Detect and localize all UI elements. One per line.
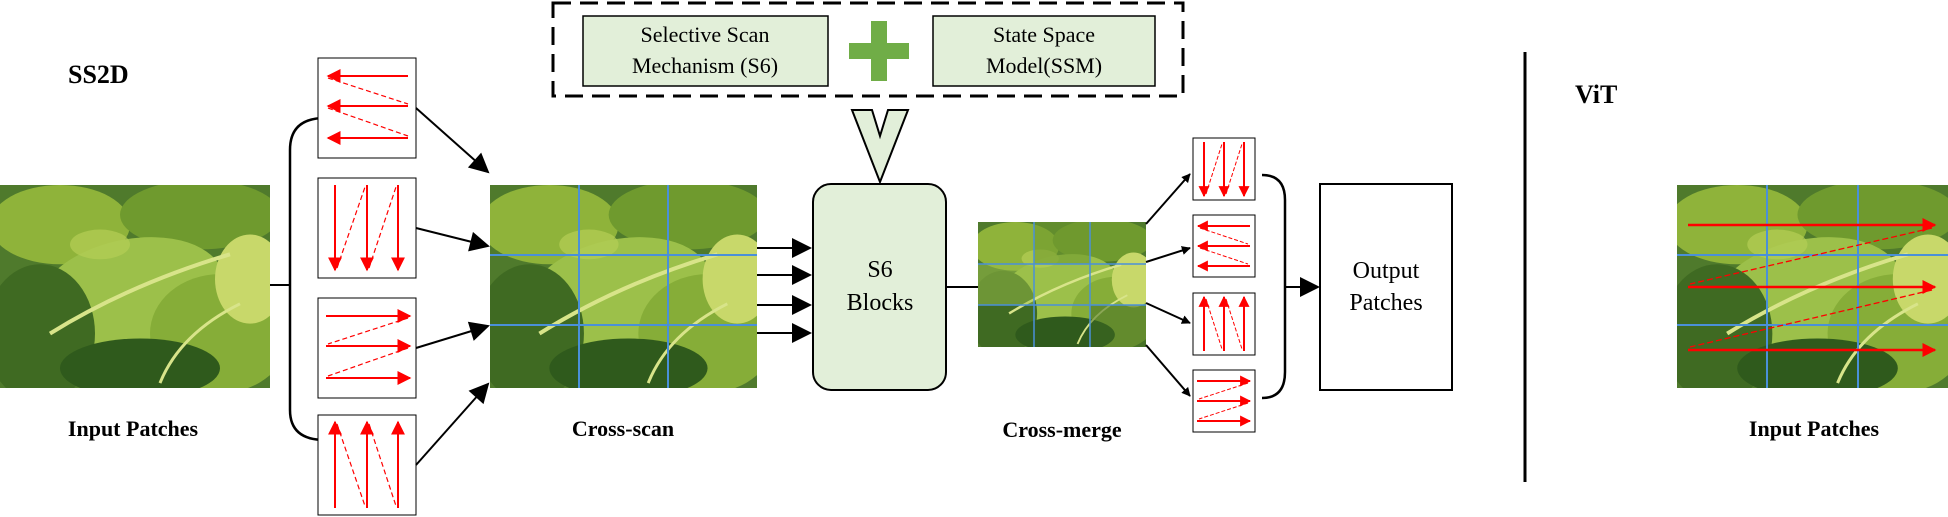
merge-box-1 [1192, 137, 1256, 201]
cross-scan-label: Cross-scan [572, 416, 674, 441]
input-patches-label: Input Patches [68, 416, 199, 441]
output-patches-box [1319, 183, 1453, 391]
ssm-box [932, 15, 1156, 87]
scan-box-1 [317, 57, 417, 159]
ssm-line2: Model(SSM) [986, 53, 1102, 78]
arrow-merge4 [1145, 344, 1191, 397]
s6-mechanism-line2: Mechanism (S6) [632, 53, 778, 78]
s6-blocks-line1: S6 [867, 257, 892, 283]
vit-input-image [1677, 185, 1948, 388]
scan-box-3 [317, 297, 417, 399]
chevron-down-icon [850, 109, 910, 185]
output-line1: Output [1353, 258, 1420, 284]
merge-box-4 [1192, 369, 1256, 433]
s6-blocks-line2: Blocks [847, 290, 914, 316]
arrow-scan2 [415, 227, 490, 252]
ss2d-title: SS2D [68, 60, 129, 89]
arrow-merge1 [1145, 173, 1191, 225]
merge-box-2 [1192, 214, 1256, 278]
scan-box-4 [317, 414, 417, 516]
cross-scan-image [490, 185, 757, 388]
scan-brace [288, 116, 326, 442]
arrow-scan3 [415, 321, 490, 349]
input-patches-image [0, 185, 270, 388]
cross-merge-label: Cross-merge [1002, 417, 1122, 442]
plus-icon [849, 21, 909, 81]
s6-blocks-box [812, 183, 947, 391]
arrow-merge2 [1145, 246, 1191, 263]
ssm-line1: State Space [993, 22, 1095, 47]
s6-mechanism-line1: Selective Scan [641, 22, 770, 47]
vit-title: ViT [1575, 80, 1617, 109]
s6-mechanism-box [582, 15, 829, 87]
mechanism-container [551, 1, 1185, 98]
merge-box-3 [1192, 292, 1256, 356]
merge-brace [1261, 173, 1287, 400]
cross-merge-image [978, 222, 1146, 347]
output-line2: Patches [1349, 290, 1422, 316]
scan-box-2 [317, 177, 417, 279]
arrow-scan4 [415, 382, 490, 466]
arrow-scan1 [415, 107, 490, 174]
vit-input-label: Input Patches [1749, 416, 1880, 441]
arrow-merge3 [1145, 302, 1191, 324]
